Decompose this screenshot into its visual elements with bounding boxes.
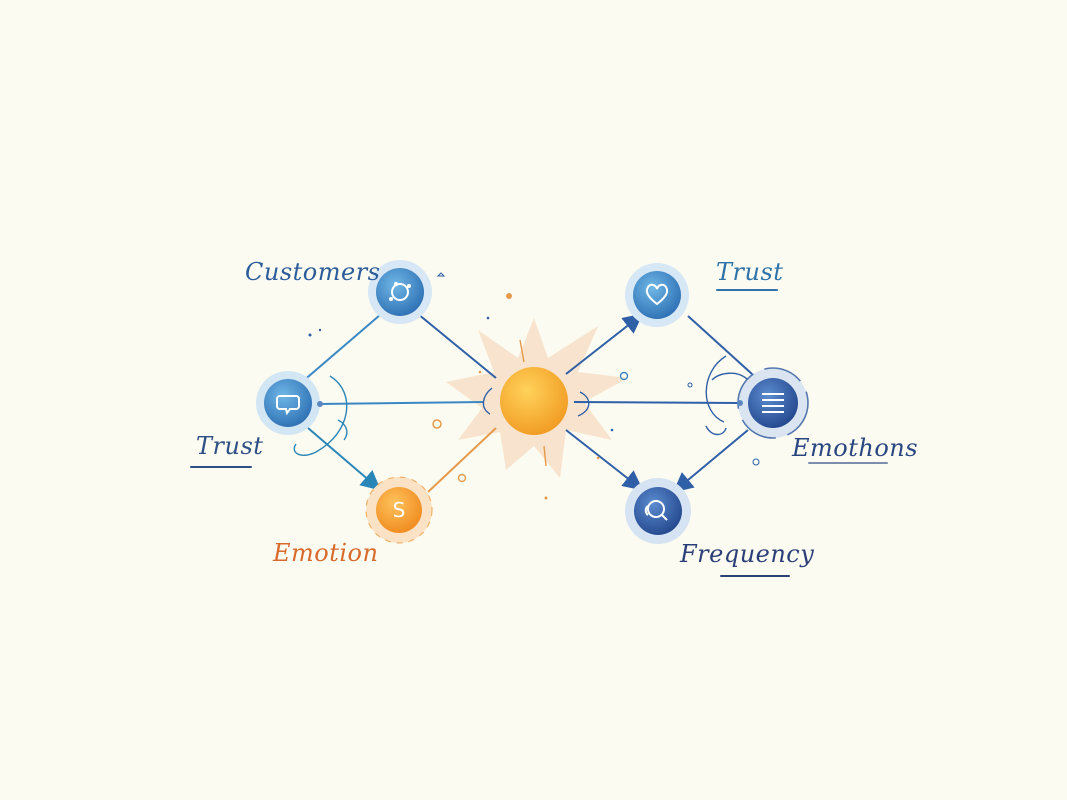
- trust-left-underline: [190, 466, 252, 468]
- customers-node: [368, 260, 432, 324]
- search-chat-icon: [644, 500, 668, 521]
- chat-bubble-icon: [276, 395, 300, 416]
- trust-right-underline: [716, 289, 778, 291]
- decorative-swirls: [293, 339, 749, 467]
- target-icon: [391, 283, 409, 301]
- decorative-dots: [308, 272, 760, 500]
- emothons-label: Emothons: [792, 434, 919, 462]
- emotion-node: S: [365, 476, 433, 544]
- trust-left-node: [256, 371, 323, 435]
- trust-right-label: Trust: [716, 258, 784, 286]
- list-icon: [762, 393, 784, 413]
- trust-right-node: [625, 263, 689, 327]
- frequency-label: Frequency: [680, 540, 815, 568]
- frequency-node: [625, 478, 691, 544]
- customers-label: Customers: [245, 258, 381, 286]
- frequency-underline: [720, 575, 790, 577]
- emothons-node: [737, 367, 809, 439]
- dollar-icon: S: [393, 498, 406, 522]
- center-sun-node: [500, 367, 568, 435]
- emothons-underline: [808, 462, 888, 464]
- emotion-label: Emotion: [273, 539, 379, 567]
- trust-left-label: Trust: [196, 432, 264, 460]
- connector-lines: [301, 313, 753, 493]
- heart-icon: [645, 283, 669, 306]
